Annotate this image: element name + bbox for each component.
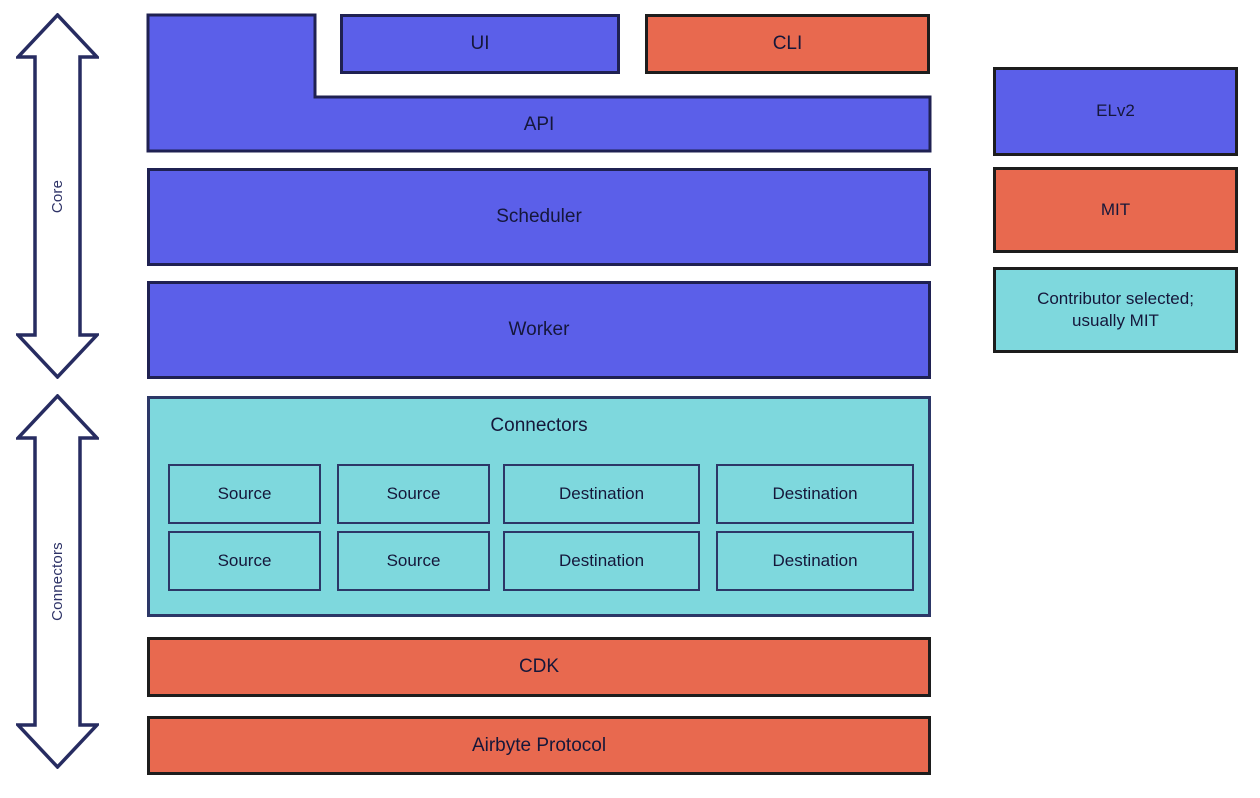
legend-elv2-label: ELv2 bbox=[1096, 101, 1135, 121]
legend-contributor-label: Contributor selected; usually MIT bbox=[1037, 288, 1194, 330]
destination-cell: Destination bbox=[503, 464, 700, 524]
ui-box: UI bbox=[340, 14, 620, 74]
worker-label: Worker bbox=[508, 319, 570, 340]
legend-mit: MIT bbox=[993, 167, 1238, 253]
cdk-box: CDK bbox=[147, 637, 931, 697]
connectors-arrow-icon bbox=[16, 394, 99, 769]
airbyte-protocol-label: Airbyte Protocol bbox=[471, 734, 607, 756]
airbyte-protocol-box: Airbyte Protocol bbox=[147, 716, 931, 775]
destination-cell: Destination bbox=[716, 464, 914, 524]
worker-box: Worker bbox=[147, 281, 931, 379]
connectors-title: Connectors bbox=[490, 415, 588, 436]
source-cell: Source bbox=[168, 464, 321, 524]
ui-label: UI bbox=[470, 33, 490, 54]
scheduler-box: Scheduler bbox=[147, 168, 931, 266]
source-cell: Source bbox=[337, 464, 490, 524]
destination-cell: Destination bbox=[716, 531, 914, 591]
cli-box: CLI bbox=[645, 14, 930, 74]
legend-contributor: Contributor selected; usually MIT bbox=[993, 267, 1238, 353]
connectors-box: Connectors Source Source Destination Des… bbox=[147, 396, 931, 617]
api-label: API bbox=[523, 113, 555, 135]
destination-cell: Destination bbox=[503, 531, 700, 591]
cdk-label: CDK bbox=[518, 656, 560, 677]
legend-elv2: ELv2 bbox=[993, 67, 1238, 156]
scheduler-label: Scheduler bbox=[496, 206, 582, 227]
source-cell: Source bbox=[168, 531, 321, 591]
api-box-shape bbox=[146, 13, 932, 153]
core-arrow-icon bbox=[16, 13, 99, 379]
legend-mit-label: MIT bbox=[1100, 199, 1131, 219]
source-cell: Source bbox=[337, 531, 490, 591]
cli-label: CLI bbox=[772, 33, 803, 54]
